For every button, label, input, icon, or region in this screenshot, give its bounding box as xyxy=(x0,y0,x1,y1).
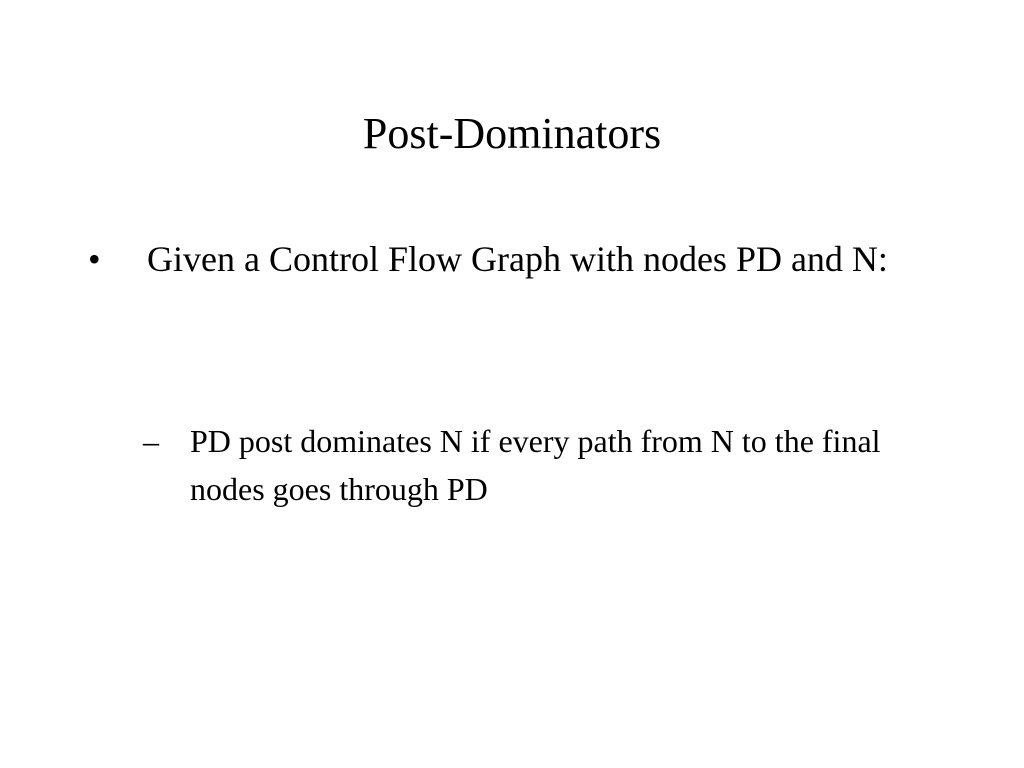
slide-title: Post-Dominators xyxy=(362,109,662,158)
sub-bullet-marker: – xyxy=(143,423,159,459)
bullet-marker: • xyxy=(88,239,101,279)
sub-bullet-text: PD post dominates N if every path from N… xyxy=(190,423,881,507)
bullet-text: Given a Control Flow Graph with nodes PD… xyxy=(147,239,888,279)
